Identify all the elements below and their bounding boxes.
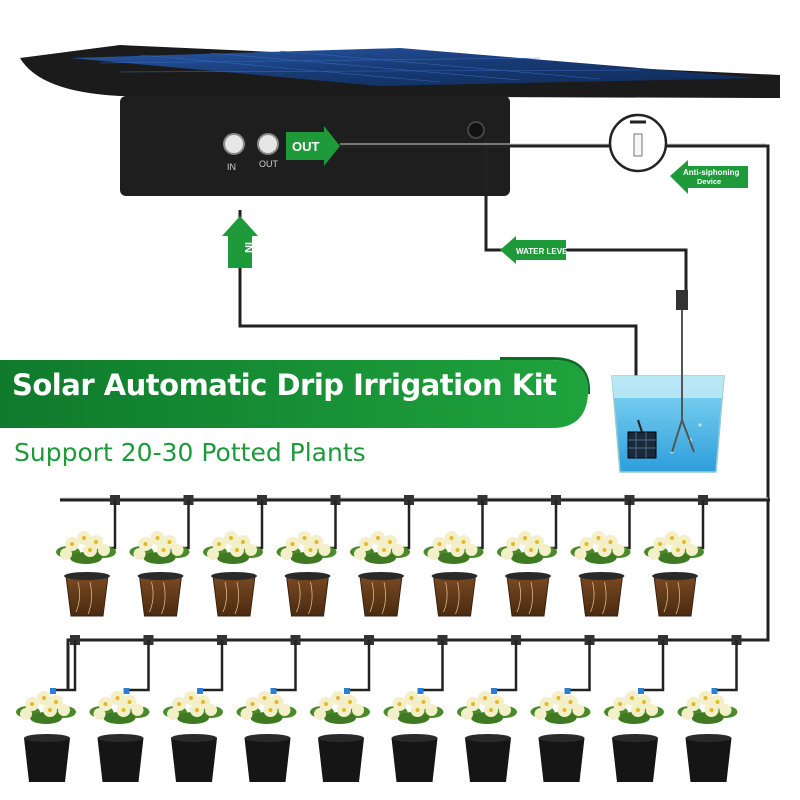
banner-subtitle: Support 20-30 Potted Plants (14, 438, 366, 467)
flower-pot-icon (236, 635, 301, 782)
plant-row-bottom (16, 635, 742, 782)
dripper-icon (417, 688, 424, 694)
title-banner (0, 357, 591, 428)
dripper-icon (564, 688, 571, 694)
flower-pot-icon (89, 635, 154, 782)
flower-pot-icon (310, 635, 374, 782)
anti-siphon-device (608, 113, 668, 173)
flower-pot-icon (203, 495, 267, 617)
dripper-icon (197, 688, 203, 694)
plant-row-top (56, 495, 708, 617)
flower-pot-icon (423, 495, 488, 617)
dripper-icon (344, 688, 350, 694)
water-level-arrow: WATER LEVE (500, 236, 568, 264)
in-arrow: IN (222, 216, 258, 268)
filter-icon (627, 419, 657, 459)
flower-pot-icon (383, 635, 448, 782)
flower-pot-icon (129, 495, 194, 617)
anti-siphon-arrow: Anti-siphoning Device (670, 160, 748, 194)
flower-pot-icon (276, 495, 341, 617)
flower-pot-icon (350, 495, 414, 617)
flower-pot-icon (570, 495, 635, 617)
port-out-label: OUT (259, 159, 279, 169)
flower-pot-icon (604, 635, 668, 782)
banner-title: Solar Automatic Drip Irrigation Kit (12, 368, 557, 402)
water-level-label: WATER LEVE (516, 247, 568, 256)
solar-panel-icon (20, 45, 780, 98)
dripper-icon (491, 688, 497, 694)
flower-pot-icon (16, 635, 80, 782)
dripper-icon (638, 688, 644, 694)
out-arrow-label: OUT (292, 139, 320, 154)
flower-pot-icon (530, 635, 595, 782)
port-in-label: IN (227, 162, 236, 172)
dripper-icon (123, 688, 130, 694)
dripper-icon (270, 688, 277, 694)
flower-pot-icon (497, 495, 561, 617)
anti-siphon-label-line1: Anti-siphoning (683, 168, 740, 177)
dripper-icon (711, 688, 718, 694)
flower-pot-icon (457, 635, 521, 782)
out-arrow: OUT (286, 126, 340, 166)
water-bucket-icon (611, 290, 725, 473)
flower-pot-icon (163, 635, 227, 782)
anti-siphon-label-line2: Device (697, 177, 721, 186)
in-arrow-label: IN (242, 242, 254, 253)
flower-pot-icon (677, 635, 742, 782)
flower-pot-icon (644, 495, 708, 617)
dripper-icon (50, 688, 56, 694)
flower-pot-icon (56, 495, 120, 617)
